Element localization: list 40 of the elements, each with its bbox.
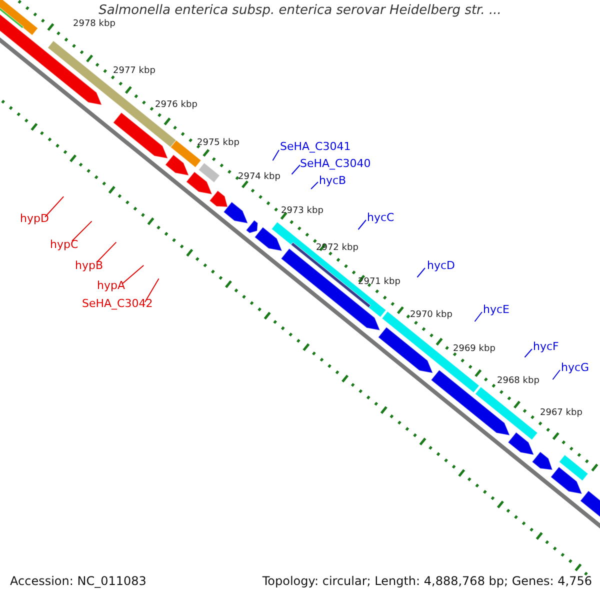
leader-line — [524, 348, 532, 358]
coordinate-label: 2967 kbp — [540, 408, 582, 418]
leader-line — [72, 220, 92, 242]
leader-line — [44, 196, 64, 218]
gene-label: hypA — [97, 280, 125, 292]
leader-line — [291, 164, 300, 175]
coordinate-label: 2971 kbp — [358, 277, 400, 287]
leader-line — [122, 264, 144, 284]
coordinate-label: 2975 kbp — [197, 138, 240, 148]
leader-line — [96, 242, 117, 262]
leader-line — [358, 220, 366, 230]
gene-label: hycD — [427, 260, 455, 272]
leader-line — [416, 268, 426, 278]
genome-title: Salmonella enterica subsp. enterica serovar Heidelberg str. ... — [98, 3, 502, 18]
coordinate-label: 2970 kbp — [410, 310, 452, 320]
footer-text: Accession: NC_011083 — [10, 574, 146, 588]
gene-label: hycE — [483, 304, 510, 316]
coordinate-label: 2977 kbp — [113, 66, 156, 76]
coordinate-label: 2969 kbp — [453, 344, 496, 354]
coordinate-label: 2974 kbp — [238, 172, 280, 182]
gene-label: SeHA_C3042 — [82, 298, 153, 310]
gene-label: hycB — [319, 175, 346, 187]
coordinate-label: 2968 kbp — [497, 376, 540, 386]
leader-line — [272, 150, 280, 161]
leader-line — [310, 182, 318, 190]
coordinate-label: 2976 kbp — [155, 100, 198, 110]
gene-label: SeHA_C3040 — [300, 158, 371, 170]
coordinate-label: 2973 kbp — [281, 206, 324, 216]
footer-text: Topology: circular; Length: 4,888,768 bp; Genes: 4,756 — [262, 574, 592, 588]
gene-label: hypC — [50, 239, 78, 251]
gene-label: hypD — [20, 213, 49, 225]
leader-line — [552, 370, 560, 380]
gene-label: hycF — [533, 341, 559, 353]
leader-line — [144, 278, 160, 302]
leader-line — [474, 312, 482, 322]
gene-label: hycG — [561, 362, 590, 374]
gene-label: hycC — [367, 212, 394, 224]
coordinate-label: 2978 kbp — [73, 19, 116, 29]
gene-label: hypB — [75, 260, 104, 272]
gene-label: SeHA_C3041 — [280, 141, 351, 153]
